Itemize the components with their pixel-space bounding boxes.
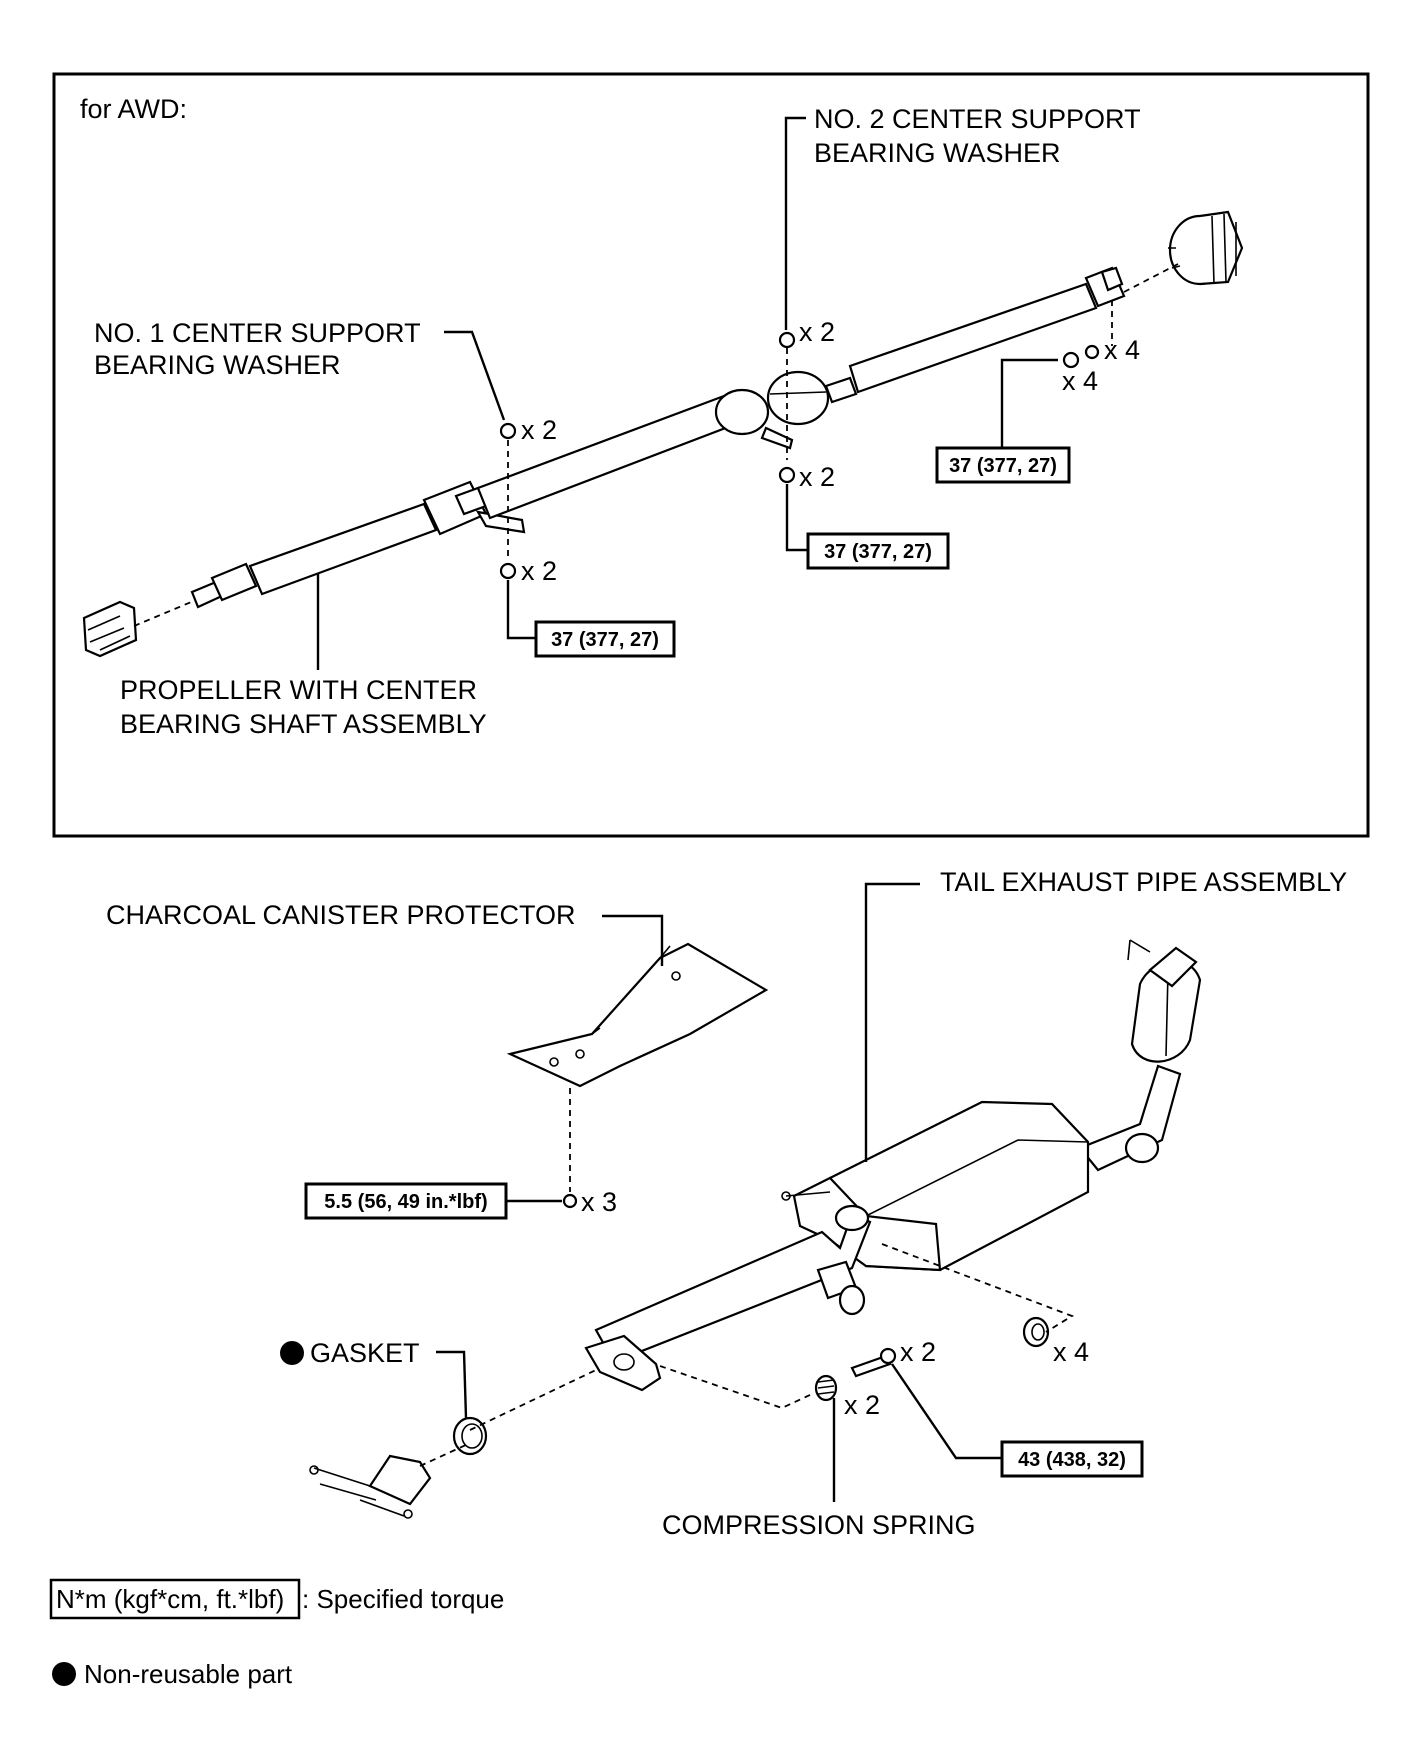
- torque-box-center: 37 (377, 27): [806, 532, 950, 570]
- torque-flange-value: 43 (438, 32): [1018, 1449, 1126, 1471]
- legend-torque: N*m (kgf*cm, ft.*lbf) : Specified torque: [49, 1578, 504, 1620]
- canister-protector-label: CHARCOAL CANISTER PROTECTOR: [106, 900, 576, 930]
- qty-protector-bolt: x 3: [581, 1187, 617, 1217]
- gasket-leader: [436, 1350, 468, 1419]
- rear-torque-leader: [1000, 358, 1058, 462]
- qty-flange-bolt: x 2: [900, 1337, 936, 1367]
- compression-spring-label: COMPRESSION SPRING: [662, 1510, 976, 1540]
- awd-panel-title: for AWD:: [80, 94, 187, 124]
- no2-washer-icon: [778, 331, 796, 349]
- protector-leader: [602, 914, 664, 966]
- front-bolt-icon: [499, 562, 517, 580]
- transmission-output-icon: [82, 600, 138, 658]
- no1-washer-label-line2: BEARING WASHER: [94, 350, 341, 380]
- tail-exhaust-pipe-drawing: [584, 939, 1202, 1392]
- qty-rear-washer: x 4: [1104, 335, 1140, 365]
- torque-center-value: 37 (377, 27): [824, 541, 932, 563]
- qty-hanger: x 4: [1053, 1337, 1089, 1367]
- torque-front-value: 37 (377, 27): [551, 629, 659, 651]
- differential-flange-icon: [1168, 210, 1244, 286]
- canister-protector-drawing: [506, 942, 769, 1088]
- compression-spring-icon: [814, 1374, 838, 1402]
- front-exhaust-pipe-icon: [309, 1454, 432, 1519]
- gasket-non-reusable-icon: [280, 1341, 304, 1365]
- torque-box-flange: 43 (438, 32): [1000, 1440, 1144, 1478]
- no2-washer-label-line1: NO. 2 CENTER SUPPORT: [814, 104, 1141, 134]
- non-reusable-icon: [52, 1662, 76, 1686]
- torque-protector-value: 5.5 (56, 49 in.*lbf): [324, 1191, 487, 1213]
- no1-washer-icon: [499, 422, 517, 440]
- front-torque-leader: [506, 580, 536, 640]
- no1-washer-leader: [444, 330, 506, 421]
- legend-torque-desc: : Specified torque: [302, 1584, 504, 1614]
- qty-center-bolt: x 2: [799, 462, 835, 492]
- no2-washer-label-line2: BEARING WASHER: [814, 138, 1061, 168]
- gasket-icon: [452, 1416, 488, 1456]
- no1-washer-label-line1: NO. 1 CENTER SUPPORT: [94, 318, 421, 348]
- legend-torque-unit: N*m (kgf*cm, ft.*lbf): [56, 1584, 284, 1614]
- qty-rear-nut: x 4: [1062, 366, 1098, 396]
- awd-panel-frame: [52, 72, 1370, 838]
- no2-washer-leader: [784, 116, 806, 330]
- propeller-label-line1: PROPELLER WITH CENTER: [120, 675, 477, 705]
- propeller-label-line2: BEARING SHAFT ASSEMBLY: [120, 709, 487, 739]
- torque-box-protector: 5.5 (56, 49 in.*lbf): [304, 1182, 508, 1220]
- protector-bolt-icon: [562, 1193, 578, 1209]
- legend-non-reusable: Non-reusable part: [52, 1659, 293, 1689]
- exhaust-hanger-icon: [1022, 1316, 1050, 1348]
- center-bolt-icon: [778, 466, 796, 484]
- gasket-label: GASKET: [310, 1338, 420, 1368]
- qty-front-bolt: x 2: [521, 556, 557, 586]
- torque-rear-value: 37 (377, 27): [949, 455, 1057, 477]
- tail-pipe-leader: [864, 882, 920, 1162]
- qty-no1-washer: x 2: [521, 415, 557, 445]
- legend-non-reusable-text: Non-reusable part: [84, 1659, 293, 1689]
- propeller-shaft-drawing: [82, 266, 1126, 658]
- flange-torque-leader: [891, 1363, 1002, 1460]
- rear-nut-washer-icons: [1062, 344, 1100, 369]
- qty-no2-washer: x 2: [799, 317, 835, 347]
- torque-box-rear: 37 (377, 27): [935, 446, 1071, 484]
- qty-compression-spring: x 2: [844, 1390, 880, 1420]
- torque-box-front: 37 (377, 27): [534, 620, 676, 658]
- flange-bolt-icon: [850, 1347, 897, 1378]
- center-torque-leader: [785, 484, 808, 552]
- tail-pipe-label: TAIL EXHAUST PIPE ASSEMBLY: [940, 867, 1347, 897]
